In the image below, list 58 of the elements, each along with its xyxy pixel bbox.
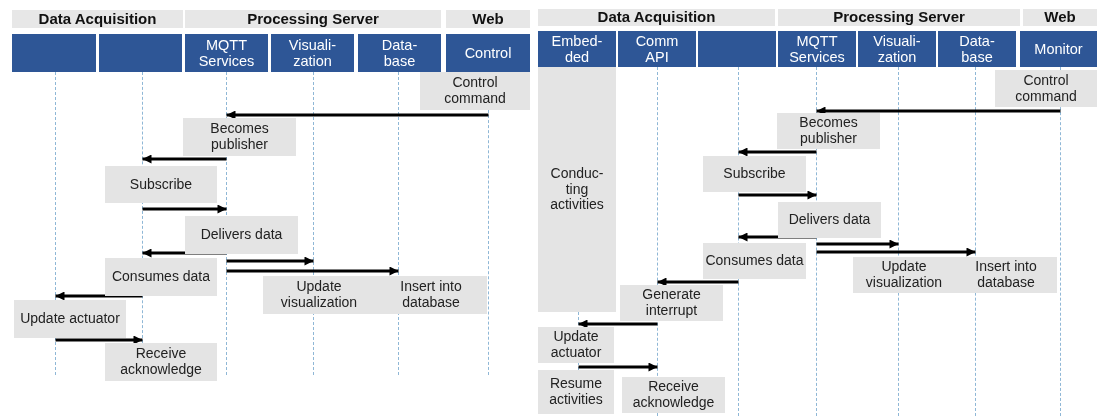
lifeline-header: Visuali- zation [271, 34, 354, 72]
activity-box: Subscribe [105, 166, 217, 203]
activity-box: Consumes data [703, 243, 806, 279]
group-header: Data Acquisition [538, 9, 775, 26]
group-header: Web [1023, 9, 1097, 26]
message-arrow [142, 248, 227, 258]
activity-box: Becomes publisher [183, 118, 296, 156]
message-arrow [142, 204, 227, 214]
lifeline [488, 110, 489, 375]
activity-box: Becomes publisher [777, 113, 880, 149]
message-arrow [738, 147, 817, 157]
lifeline-header: Visuali- zation [858, 31, 936, 67]
activity-box: Subscribe [703, 156, 806, 192]
message-arrow [226, 110, 489, 120]
activity-box: Conduc- ting activities [538, 67, 616, 312]
activity-box: Control command [995, 70, 1097, 107]
lifeline-header: Data- base [938, 31, 1016, 67]
message-arrow [738, 232, 817, 242]
activity-box: Receive acknowledge [105, 343, 217, 381]
activity-box: Insert into database [375, 276, 487, 314]
group-header: Processing Server [778, 9, 1020, 26]
activity-box: Insert into database [955, 257, 1057, 293]
activity-box: Delivers data [778, 202, 881, 238]
message-arrow [738, 190, 817, 200]
activity-box: Resume activities [538, 370, 614, 414]
activity-box: Update actuator [14, 300, 126, 338]
activity-box: Update actuator [538, 327, 614, 363]
message-arrow [578, 362, 658, 372]
lifeline-header: Data- base [358, 34, 441, 72]
activity-box: Update visualization [263, 276, 375, 314]
message-arrow [816, 247, 976, 257]
lifeline-header: MQTT Services [185, 34, 268, 72]
message-arrow [578, 319, 658, 329]
activity-box: Generate interrupt [620, 285, 723, 321]
lifeline-header [12, 34, 96, 72]
group-header: Processing Server [185, 10, 441, 28]
message-arrow [142, 154, 227, 164]
lifeline-header: Embed- ded [538, 31, 616, 67]
activity-box: Delivers data [185, 216, 298, 254]
message-arrow [816, 106, 1061, 116]
activity-box: Consumes data [105, 258, 217, 296]
message-arrow [226, 256, 314, 266]
lifeline-header: Monitor [1020, 31, 1097, 67]
message-arrow [657, 277, 739, 287]
lifeline-header [698, 31, 776, 67]
lifeline-header [99, 34, 182, 72]
message-arrow [816, 239, 899, 249]
activity-box: Receive acknowledge [622, 377, 725, 413]
group-header: Data Acquisition [12, 10, 183, 28]
group-header: Web [446, 10, 530, 28]
message-arrow [226, 266, 399, 276]
activity-box: Control command [420, 72, 530, 110]
lifeline-header: Comm API [618, 31, 696, 67]
lifeline-header: Control [446, 34, 530, 72]
lifeline-header: MQTT Services [778, 31, 856, 67]
message-arrow [55, 291, 143, 301]
activity-box: Update visualization [853, 257, 955, 293]
message-arrow [55, 335, 143, 345]
